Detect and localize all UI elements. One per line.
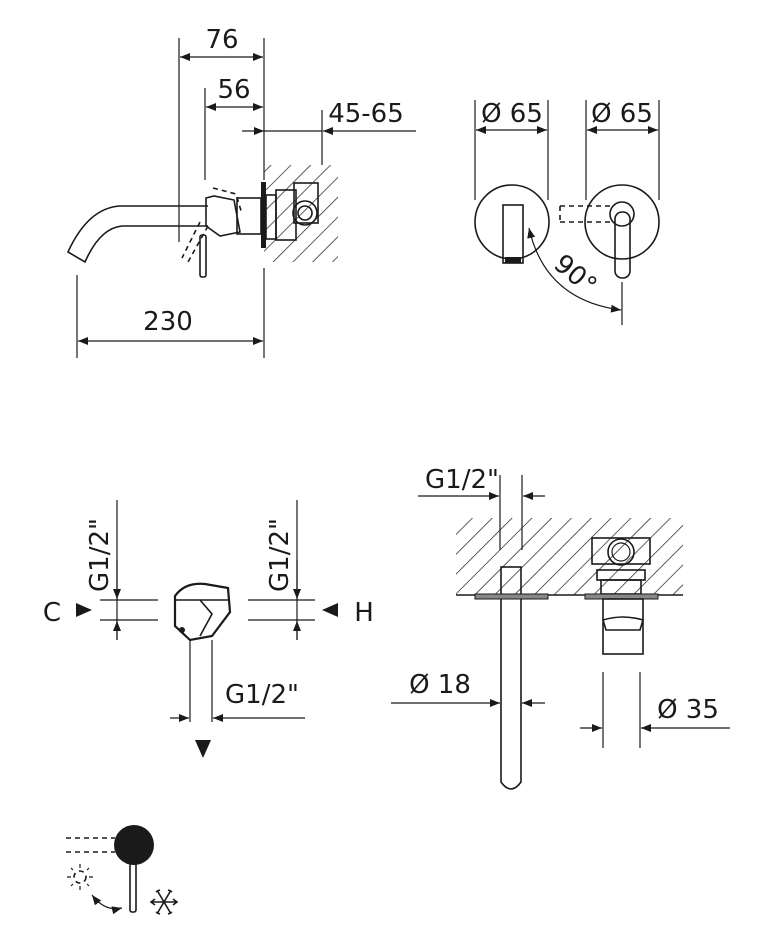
wall-section-hatch [456,518,683,595]
valve-view: G1/2" G1/2" C H G1/2" [43,500,374,758]
side-view: 76 56 45-65 230 [66,25,416,358]
lever [199,234,207,278]
hot-label: H [354,598,374,628]
dim-76-label: 76 [205,25,238,55]
thread-outlet-label: G1/2" [225,680,299,710]
dia-65-right-label: Ø 65 [591,99,653,129]
spout-rosette [474,184,550,260]
wall-hatch [264,165,338,262]
cold-label: C [43,598,61,628]
rotation-arrow-icon [91,894,123,915]
temperature-legend [66,825,179,915]
mixer-handle [602,598,644,655]
spout [66,205,208,264]
sun-icon [67,864,93,890]
spout-tube [500,599,522,790]
thread-spout-label: G1/2" [425,465,499,495]
cold-inlet-arrow-icon [76,603,92,617]
thread-hot-label: G1/2" [265,518,295,592]
rotation-arc [527,227,622,313]
dim-230-label: 230 [143,307,193,337]
lever-knob [114,825,154,865]
section-view: G1/2" Ø 18 Ø 35 [391,465,730,790]
hot-inlet-arrow-icon [322,603,338,617]
dim-56-label: 56 [217,75,250,105]
dia-35-label: Ø 35 [657,695,719,725]
thread-cold-label: G1/2" [85,518,115,592]
dia-18-label: Ø 18 [409,670,471,700]
front-view: Ø 65 Ø 65 90° [474,99,660,325]
angle-label: 90° [548,249,603,302]
dim-wall-label: 45-65 [328,99,404,129]
dia-65-left-label: Ø 65 [481,99,543,129]
valve-body [173,582,232,642]
mixer-rosette [584,184,660,260]
outlet-arrow-icon [195,740,211,758]
snowflake-icon [149,889,179,915]
wall-plate [261,182,266,248]
